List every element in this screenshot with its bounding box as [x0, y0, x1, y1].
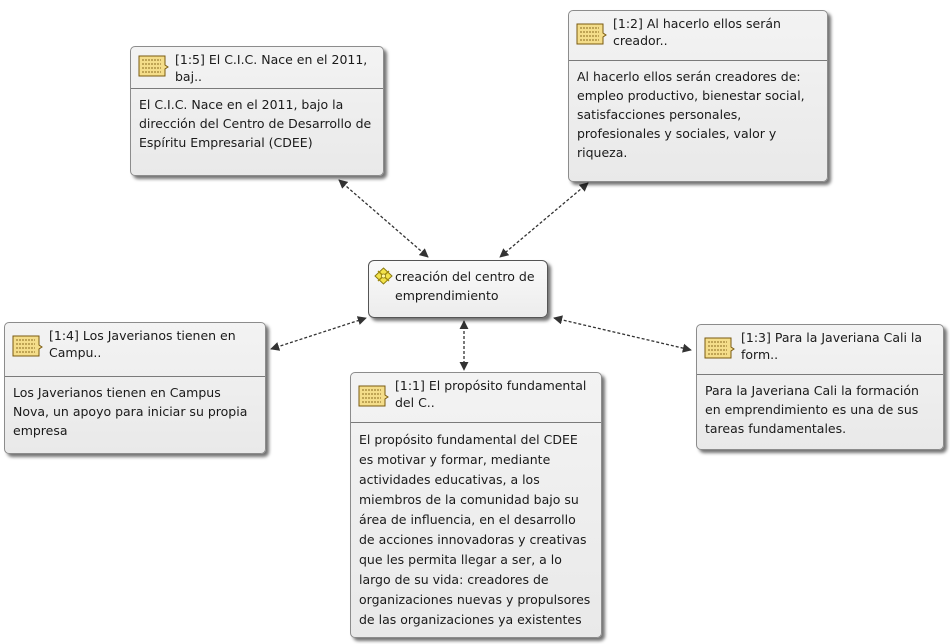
quote-document-icon [138, 55, 169, 77]
code-label: creación del centro de emprendimiento [395, 269, 535, 303]
quote-text: Al hacerlo ellos serán creadores de: emp… [577, 69, 805, 160]
edge-center-q12 [499, 182, 589, 258]
quote-node-1-1[interactable]: [1:1] El propósito fundamental del C.. E… [350, 372, 602, 638]
code-diamond-icon [374, 267, 393, 285]
code-node-center[interactable]: creación del centro de emprendimiento [368, 260, 548, 318]
quote-title: [1:1] El propósito fundamental del C.. [395, 378, 587, 410]
quote-text: Para la Javeriana Cali la formación en e… [705, 383, 919, 436]
quote-text: El propósito fundamental del CDEE es mot… [359, 432, 591, 627]
quote-document-icon [358, 385, 389, 407]
quote-title: [1:2] Al hacerlo ellos serán creador.. [613, 16, 781, 48]
edge-center-q15 [338, 179, 429, 258]
quote-document-icon [12, 335, 43, 357]
quote-node-header: [1:3] Para la Javeriana Cali la form.. [697, 325, 943, 375]
quote-node-1-4[interactable]: [1:4] Los Javerianos tienen en Campu.. L… [4, 322, 266, 454]
quote-node-header: [1:2] Al hacerlo ellos serán creador.. [569, 11, 827, 61]
quote-title: [1:5] El C.I.C. Nace en el 2011, baj.. [175, 52, 368, 84]
quote-title: [1:4] Los Javerianos tienen en Campu.. [49, 328, 236, 360]
quote-node-header: [1:1] El propósito fundamental del C.. [351, 373, 601, 423]
quote-node-1-3[interactable]: [1:3] Para la Javeriana Cali la form.. P… [696, 324, 944, 450]
quote-node-header: [1:4] Los Javerianos tienen en Campu.. [5, 323, 265, 377]
quote-title: [1:3] Para la Javeriana Cali la form.. [741, 330, 923, 362]
quote-node-header: [1:5] El C.I.C. Nace en el 2011, baj.. [131, 47, 383, 89]
edge-center-q14 [270, 316, 367, 351]
quote-document-icon [704, 337, 735, 359]
quote-text: El C.I.C. Nace en el 2011, bajo la direc… [139, 97, 372, 150]
quote-document-icon [576, 23, 607, 45]
quote-node-1-5[interactable]: [1:5] El C.I.C. Nace en el 2011, baj.. E… [130, 46, 384, 176]
quote-text: Los Javerianos tienen en Campus Nova, un… [13, 385, 248, 438]
quote-node-1-2[interactable]: [1:2] Al hacerlo ellos serán creador.. A… [568, 10, 828, 182]
edge-center-q13 [553, 315, 692, 353]
